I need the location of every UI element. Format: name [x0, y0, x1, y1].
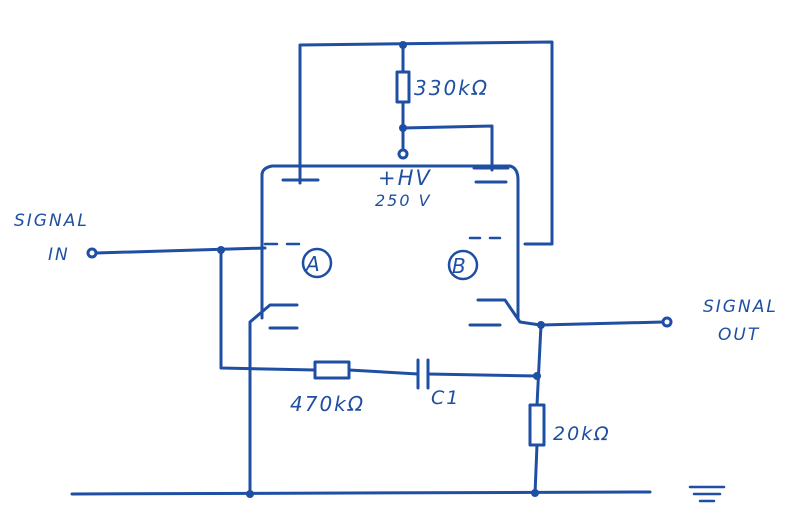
tube-b-label: B: [452, 254, 468, 278]
hv-label-1: +HV: [378, 166, 432, 190]
tube-a-label: A: [304, 252, 322, 276]
feedback-loop-wire: [298, 40, 554, 246]
r-bottom-label: 470kΩ: [290, 392, 365, 416]
signal-in-label-1: SIGNAL: [14, 211, 89, 231]
signal-out-label-1: SIGNAL: [703, 297, 778, 317]
resistor-20k: [528, 403, 546, 447]
tube-envelope: [260, 164, 520, 320]
ground-icon: [688, 485, 726, 503]
ground-rail: [70, 490, 652, 496]
resistor-470k: [313, 360, 351, 380]
hv-terminal: [397, 148, 409, 160]
resistor-330k: [395, 70, 411, 104]
tube-b-cathode: [476, 298, 542, 327]
r-top-label: 330kΩ: [414, 76, 489, 100]
junction-dot-ground-a: [246, 490, 254, 498]
signal-out-terminal: [661, 316, 673, 328]
tube-b-circle: [447, 249, 479, 281]
hv-label-2: 250 V: [375, 191, 432, 210]
tube-a-cathode: [248, 303, 299, 496]
cap-label: C1: [431, 387, 460, 409]
junction-dot-top: [399, 41, 407, 49]
r-right-label: 20kΩ: [553, 423, 611, 445]
tube-b-plate-wire: [401, 124, 494, 172]
junction-dot-ground-b: [531, 489, 539, 497]
signal-in-label-2: IN: [48, 245, 70, 265]
signal-out-label-2: OUT: [718, 325, 760, 345]
tube-a-circle: [301, 247, 333, 279]
